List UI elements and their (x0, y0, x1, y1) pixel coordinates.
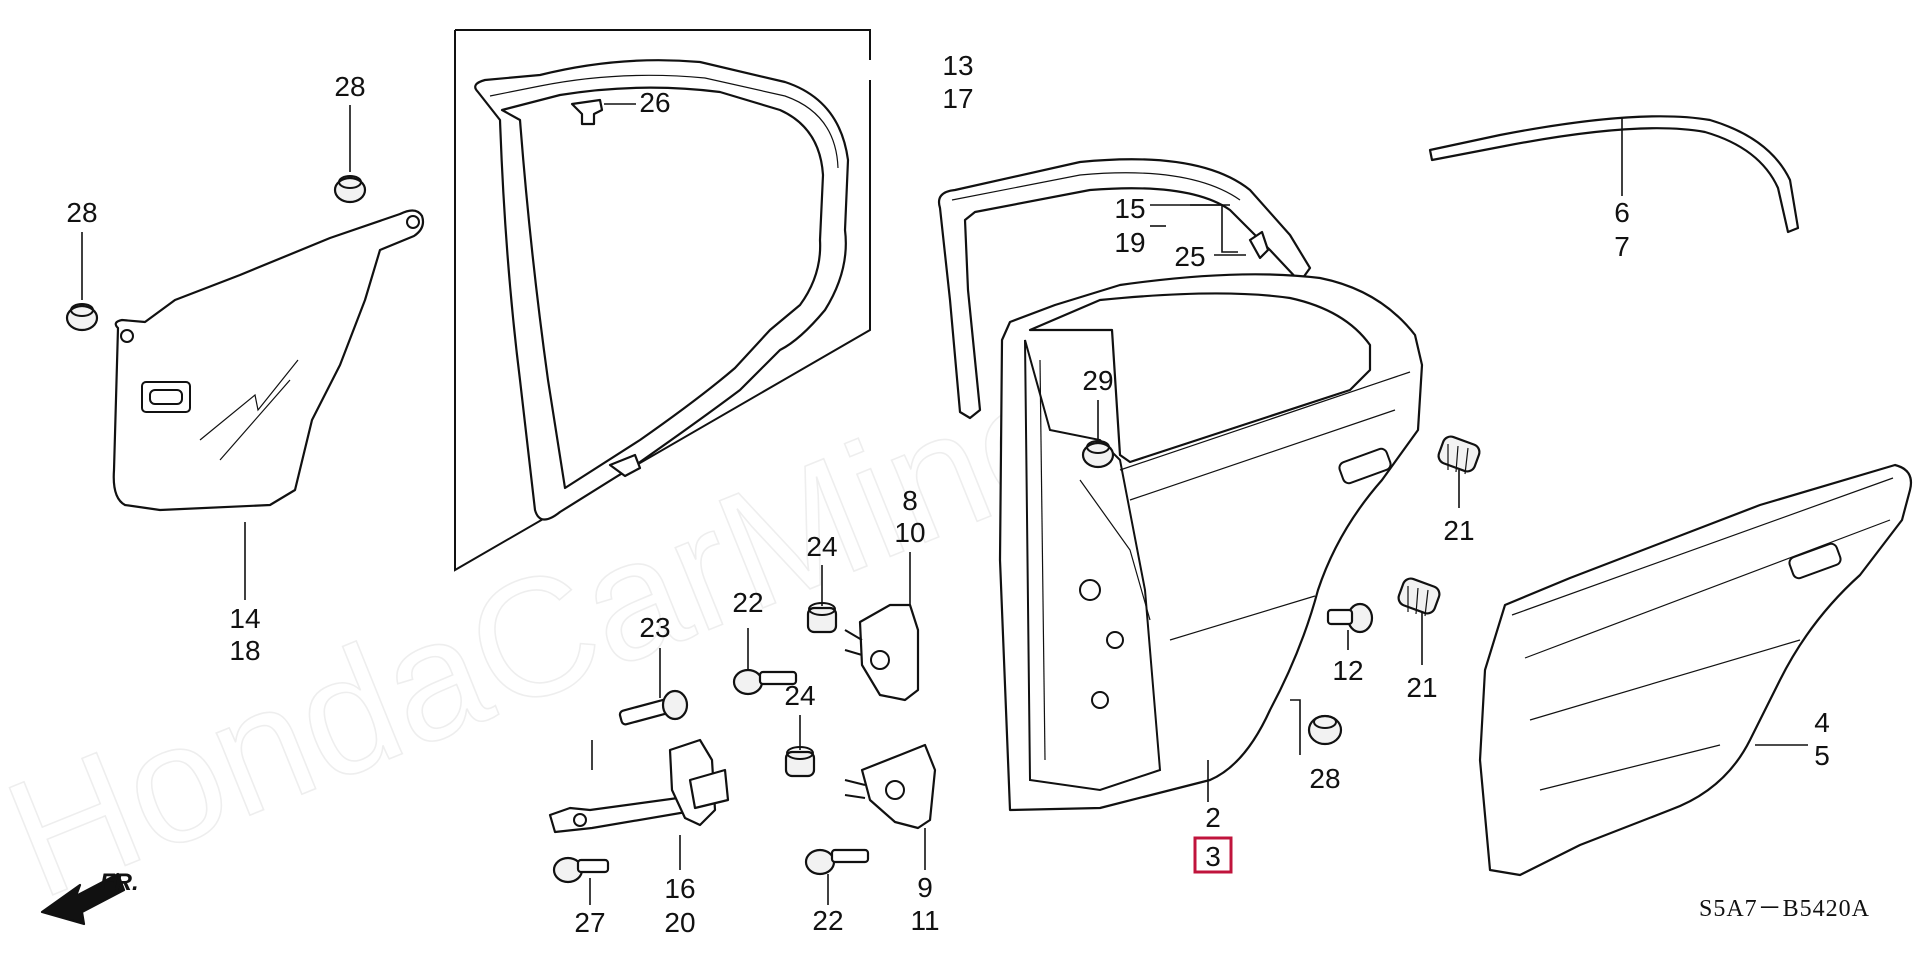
plug-part (1397, 577, 1441, 617)
door-weatherstrip-part (454, 29, 871, 572)
sash-protector-part (112, 209, 425, 512)
lower-hinge-part (844, 743, 937, 830)
part-number-label[interactable]: 19 (1114, 227, 1145, 258)
plug-part (1437, 435, 1481, 475)
clip-part (570, 98, 604, 126)
part-number-label[interactable]: 10 (894, 517, 925, 548)
part-number-label[interactable]: 14 (229, 603, 260, 634)
part-number-label[interactable]: 17 (942, 83, 973, 114)
door-checker-part (548, 738, 730, 834)
grommet-part (65, 303, 99, 332)
part-number-label-highlighted[interactable]: 3 (1205, 841, 1221, 872)
part-number-label[interactable]: 25 (1174, 241, 1205, 272)
part-number-label[interactable]: 18 (229, 635, 260, 666)
front-direction-label: FR. (100, 869, 139, 896)
part-number-label[interactable]: 7 (1614, 231, 1630, 262)
door-panel-part (998, 273, 1424, 812)
part-number-label[interactable]: 5 (1814, 740, 1830, 771)
part-number-label[interactable]: 23 (639, 612, 670, 643)
part-number-label[interactable]: 12 (1332, 655, 1363, 686)
part-number-label[interactable]: 24 (784, 680, 815, 711)
part-number-label[interactable]: 22 (812, 905, 843, 936)
glass-run-channel-part (937, 158, 1312, 420)
part-number-label[interactable]: 26 (639, 87, 670, 118)
part-number-label[interactable]: 21 (1406, 672, 1437, 703)
part-number-label[interactable]: 28 (66, 197, 97, 228)
grommet-part (1307, 714, 1343, 746)
part-number-label[interactable]: 2 (1205, 802, 1221, 833)
part-number-label[interactable]: 16 (664, 873, 695, 904)
part-number-label[interactable]: 13 (942, 50, 973, 81)
part-number-label[interactable]: 24 (806, 531, 837, 562)
upper-hinge-part (844, 603, 920, 702)
part-number-label[interactable]: 27 (574, 907, 605, 938)
clip-part (608, 453, 642, 478)
part-number-label[interactable]: 8 (902, 485, 918, 516)
part-number-label[interactable]: 28 (334, 71, 365, 102)
part-number-label[interactable]: 11 (910, 905, 939, 936)
bolt-part (804, 848, 870, 876)
part-number-label[interactable]: 22 (732, 587, 763, 618)
door-molding-part (1428, 115, 1800, 234)
part-number-label[interactable]: 28 (1309, 763, 1340, 794)
part-number-label[interactable]: 9 (917, 872, 933, 903)
bolt-part (1326, 602, 1374, 634)
bolt-part (618, 689, 689, 726)
diagram-reference-code: S5A7－B5420A (1699, 896, 1870, 922)
clip-part (1248, 230, 1270, 260)
highlighted-part-box (1193, 836, 1233, 874)
part-number-label[interactable]: 29 (1082, 365, 1113, 396)
part-number-label[interactable]: 20 (664, 907, 695, 938)
part-number-label[interactable]: 4 (1814, 707, 1830, 738)
nut-part (784, 746, 816, 778)
part-number-label[interactable]: 15 (1114, 193, 1145, 224)
nut-part (806, 602, 838, 634)
grommet-part (333, 175, 367, 204)
bolt-part (552, 856, 610, 884)
clip-part (1081, 440, 1115, 469)
part-number-label[interactable]: 21 (1443, 515, 1474, 546)
part-number-label[interactable]: 6 (1614, 197, 1630, 228)
bolt-part (732, 668, 798, 696)
front-direction-arrow (40, 872, 126, 926)
outer-door-skin-part (1478, 463, 1913, 877)
